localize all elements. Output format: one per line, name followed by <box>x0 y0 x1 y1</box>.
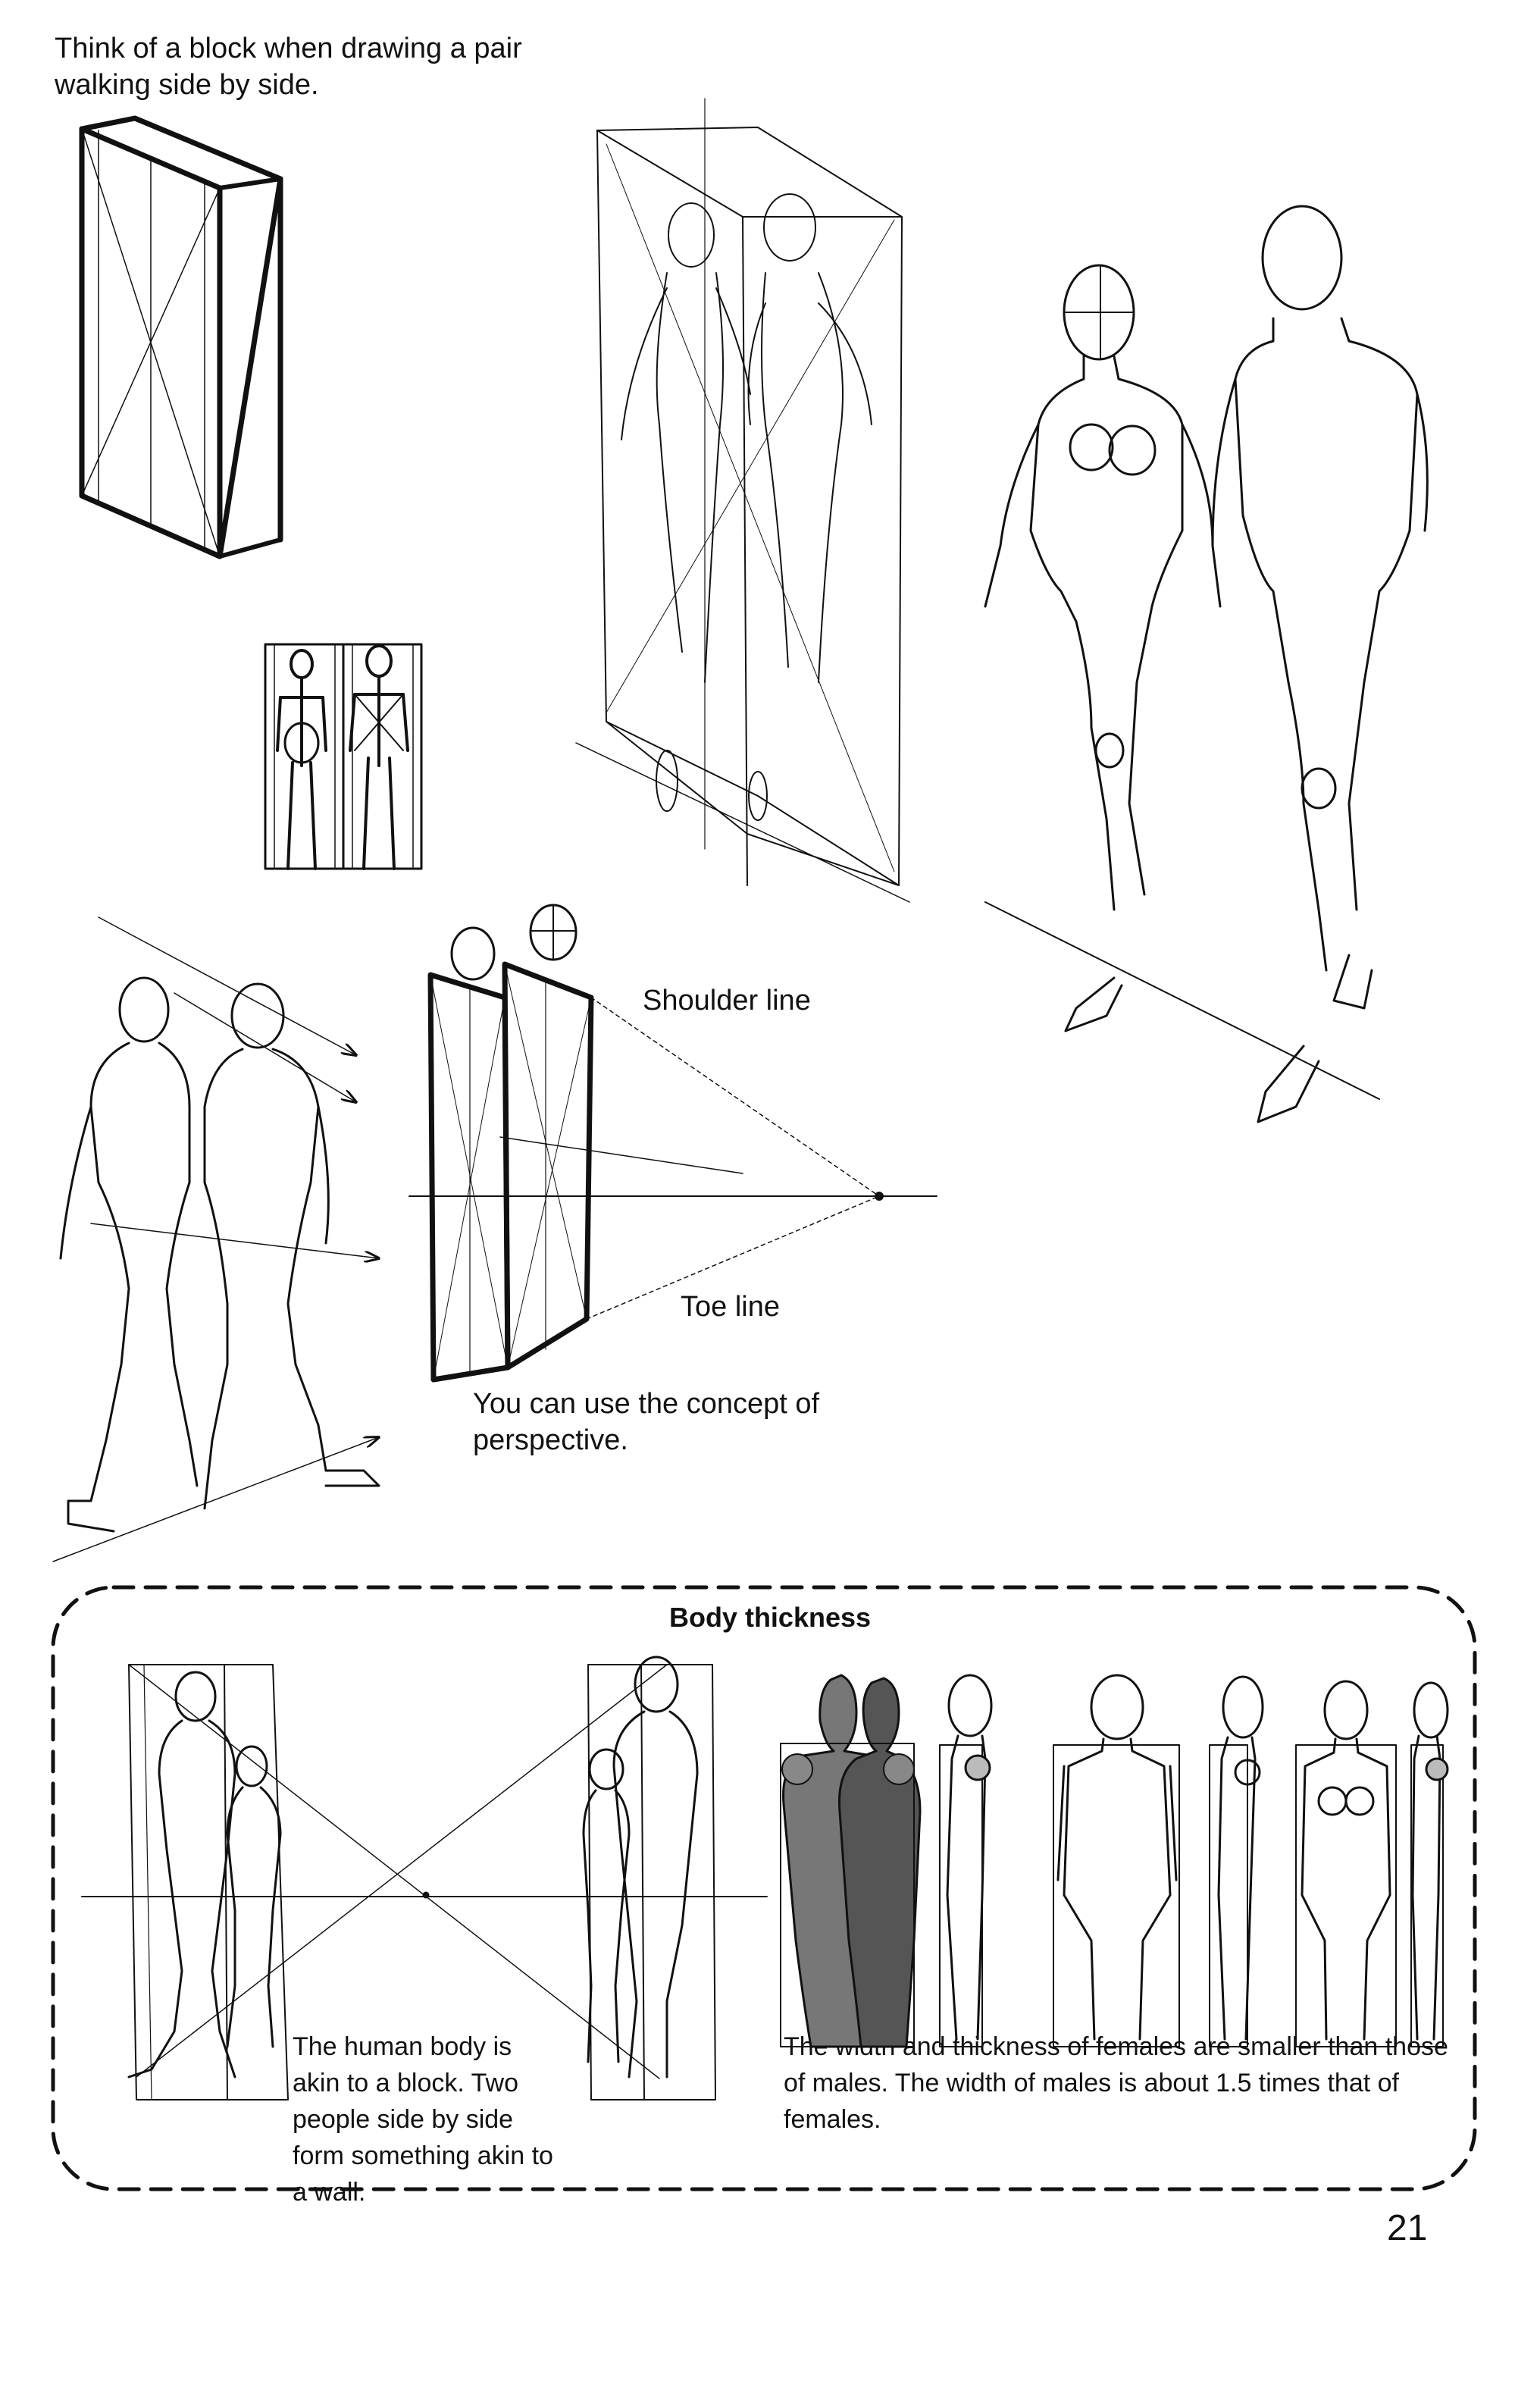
walking-pair-arrows <box>53 917 379 1562</box>
perspective-block-sketch <box>576 99 909 902</box>
body-thickness-frame <box>53 1587 1475 2189</box>
mannequin-pair-large <box>985 206 1427 1122</box>
toned-pair-figures <box>781 1675 920 2047</box>
solid-block-drawing <box>82 118 280 556</box>
perspective-diagram <box>409 905 937 1380</box>
outline-figures-row <box>940 1675 1448 2047</box>
body-block-perspective <box>82 1657 767 2100</box>
stick-figures-drawing <box>265 644 421 869</box>
